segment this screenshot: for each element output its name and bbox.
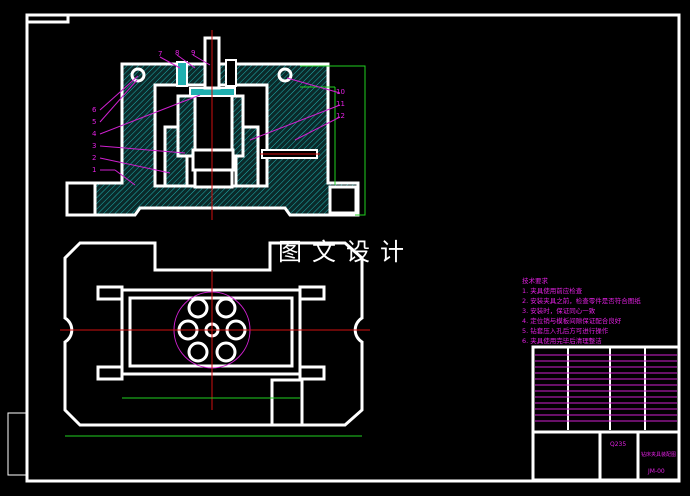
tech-req-item: 2. 安装夹具之前，检查零件是否符合图纸: [522, 297, 641, 305]
front-view: [65, 30, 366, 220]
title-block: [7, 345, 681, 482]
tech-req-item: 3. 安装时，保证同心一致: [522, 307, 596, 315]
balloon-9: 9: [191, 49, 195, 57]
balloon-1: 1: [92, 166, 96, 174]
balloon-2: 2: [92, 154, 96, 162]
balloon-5: 5: [92, 118, 96, 126]
drawing-frame: [25, 13, 681, 483]
tech-req-title: 技术要求: [522, 277, 548, 285]
balloon-8: 8: [175, 49, 179, 57]
balloon-labels: 1 2 3 4 5 6 7 8 9 10 11 12: [92, 49, 345, 174]
balloon-4: 4: [92, 130, 97, 138]
drawing-title: 钻床夹具装配图: [641, 452, 677, 458]
tech-req-item: 6. 夹具使用完毕后清理整洁: [522, 337, 602, 345]
leaders: [99, 54, 341, 186]
balloon-12: 12: [336, 112, 345, 120]
balloon-3: 3: [92, 142, 96, 150]
watermark: 图文设计: [278, 238, 414, 266]
balloon-11: 11: [336, 100, 345, 108]
tech-req-item: 4. 定位销与模板间隙保证配合良好: [522, 317, 622, 325]
material-label: Q235: [610, 441, 627, 448]
drawing-number: JM-00: [648, 468, 665, 475]
tech-req-item: 1. 夹具使用前应检查: [522, 287, 583, 295]
technical-requirements: 技术要求 1. 夹具使用前应检查 2. 安装夹具之前，检查零件是否符合图纸 3.…: [522, 276, 641, 346]
balloon-6: 6: [92, 106, 97, 114]
top-view: [60, 241, 370, 437]
tech-req-item: 5. 钻套压入孔后方可进行操作: [522, 327, 609, 335]
balloon-7: 7: [158, 50, 162, 58]
balloon-10: 10: [336, 88, 345, 96]
